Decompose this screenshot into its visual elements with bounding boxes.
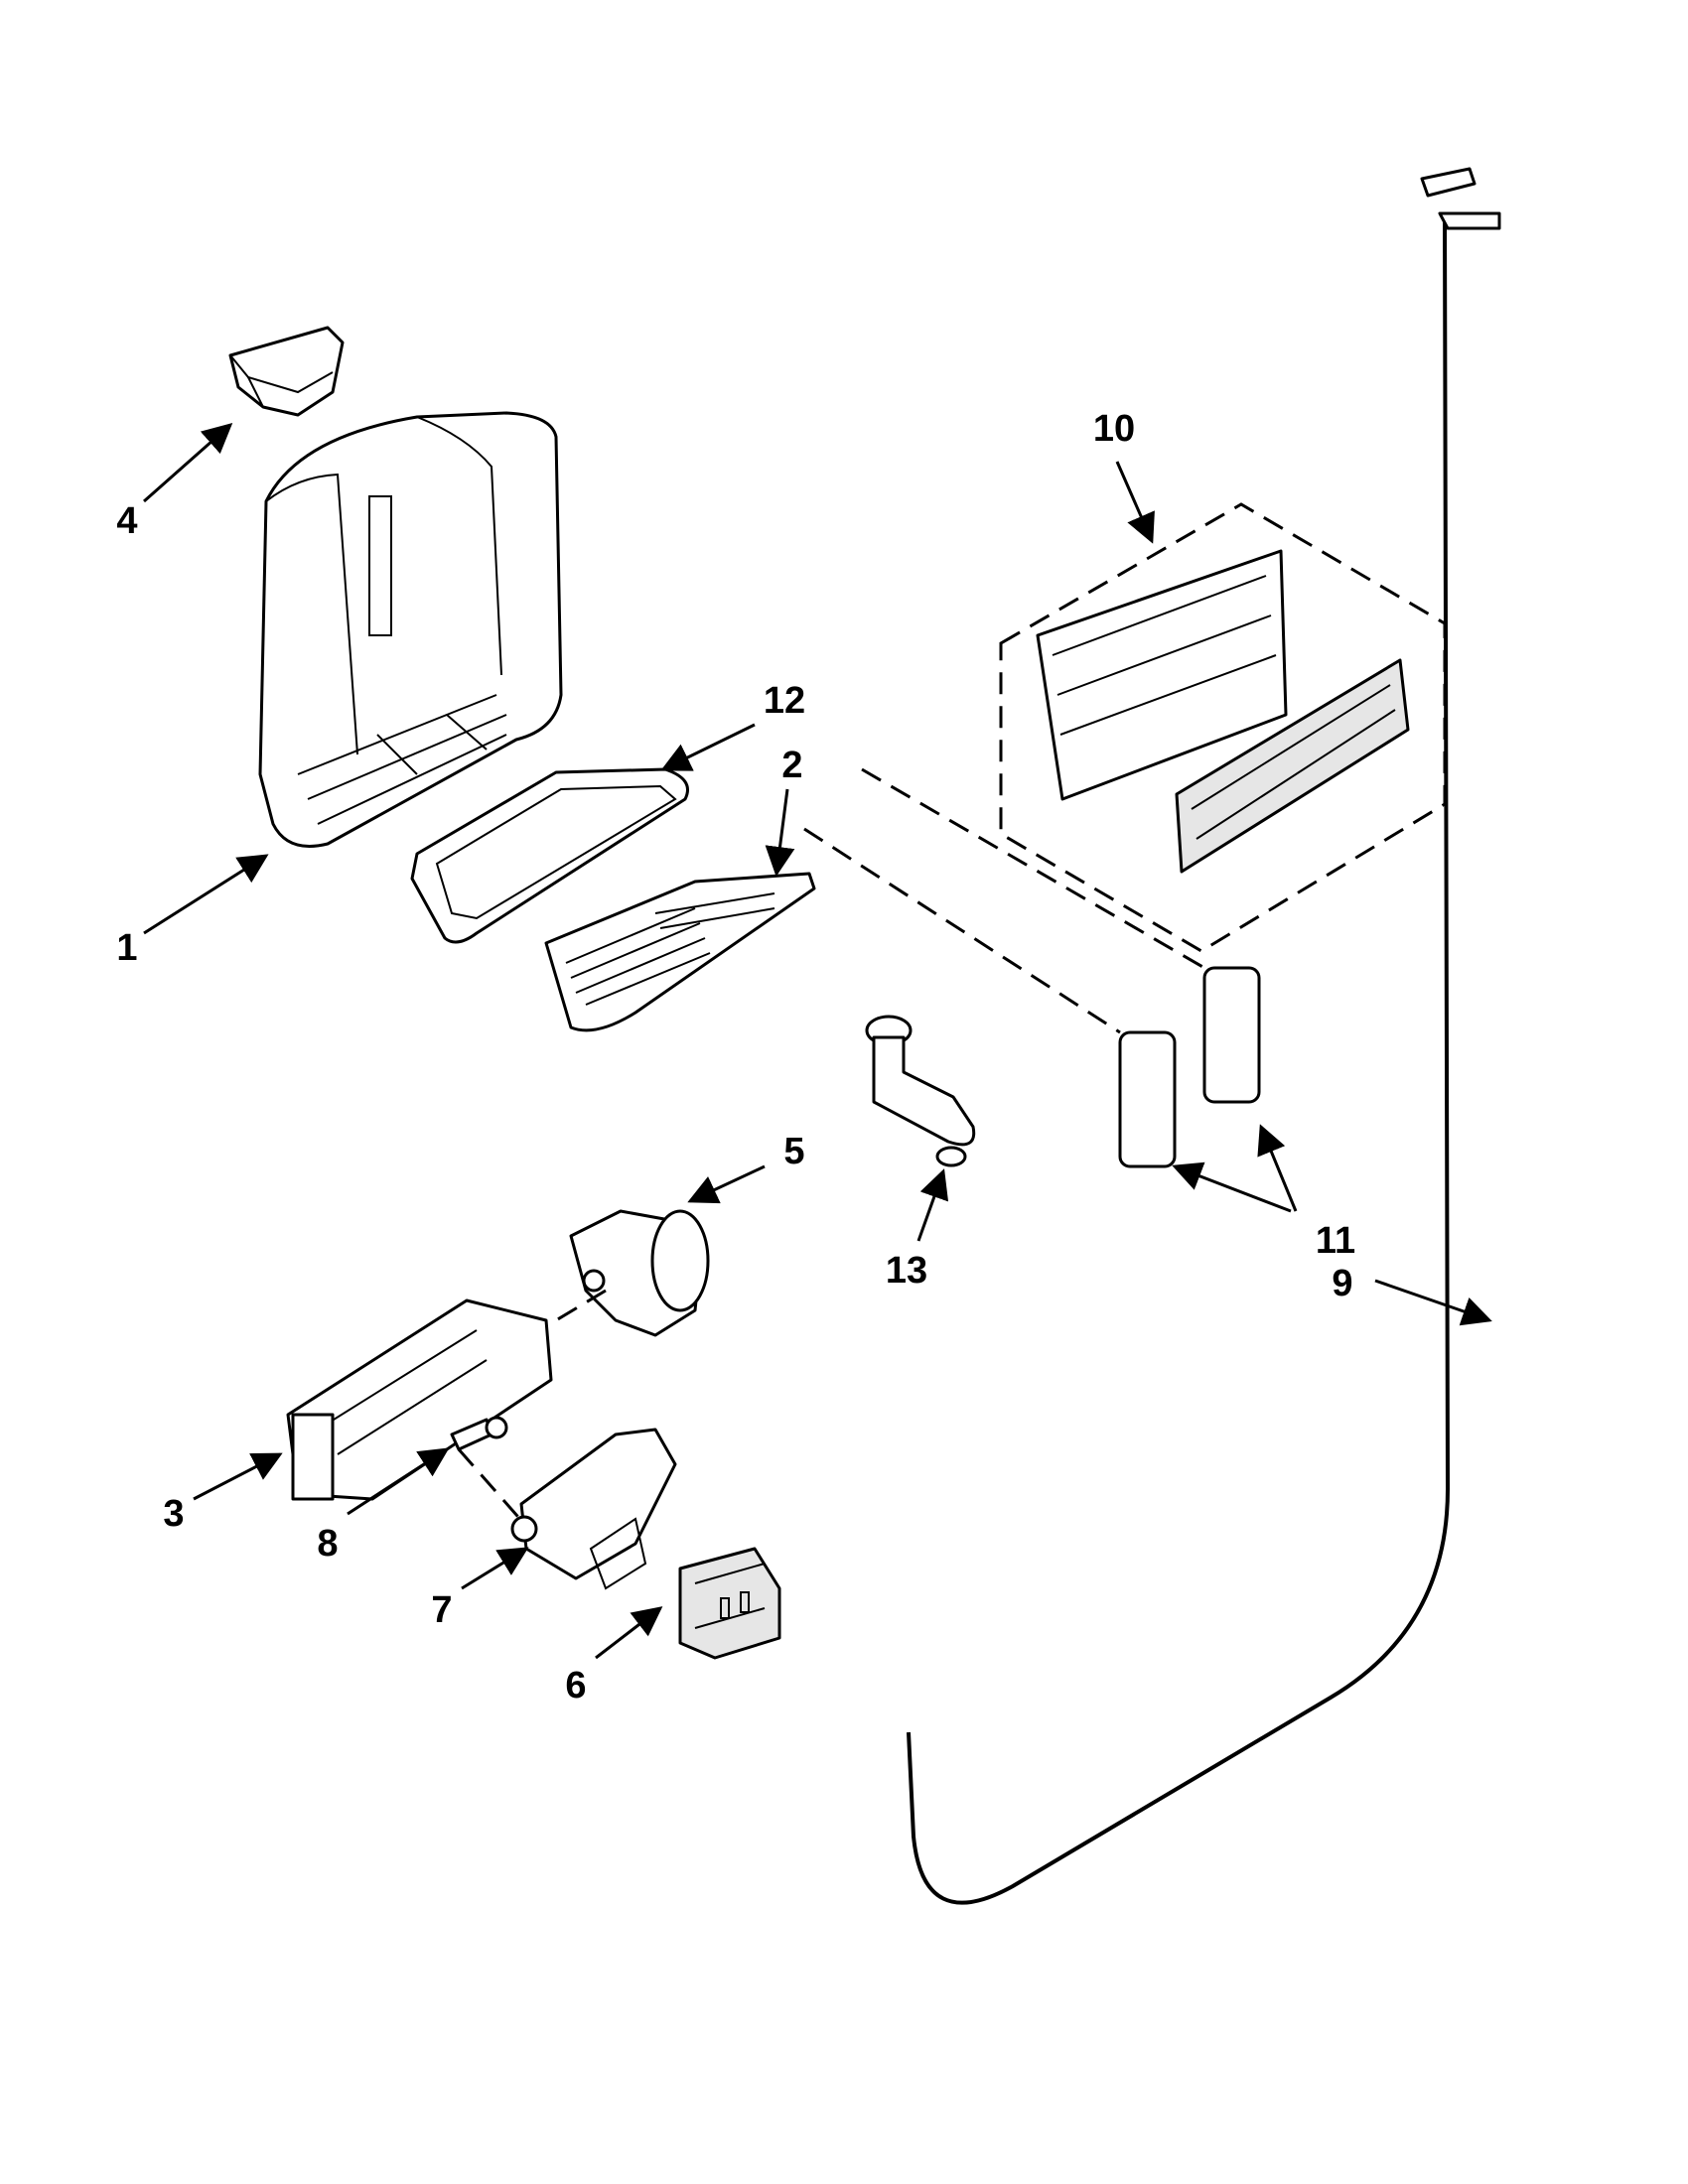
callout-5: 5	[783, 1131, 805, 1172]
callout-7: 7	[431, 1589, 453, 1631]
callout-3: 3	[163, 1493, 185, 1535]
leader-lines	[143, 423, 1492, 1660]
callout-4: 4	[116, 500, 138, 542]
alignment-dashes	[457, 767, 1205, 1525]
part-2-grille	[544, 872, 816, 1032]
callout-12: 12	[763, 680, 806, 722]
part-11-buttons	[1118, 966, 1261, 1168]
part-9-tube	[907, 167, 1501, 1905]
part-4-cup	[228, 326, 345, 417]
part-7-actuator	[510, 1428, 677, 1590]
part-8-screw	[450, 1416, 508, 1451]
callout-1: 1	[116, 927, 138, 969]
part-5-motor	[569, 1209, 710, 1337]
callout-6: 6	[565, 1665, 587, 1706]
callout-11: 11	[1315, 1220, 1356, 1262]
callout-2: 2	[781, 745, 803, 786]
part-3-bracket	[286, 1298, 553, 1501]
part-13-fitting	[865, 1015, 976, 1167]
part-1-housing	[258, 411, 563, 848]
part-12-tray	[410, 767, 689, 944]
part-6-paddle	[678, 1547, 781, 1660]
part-10-control-panel	[999, 502, 1447, 953]
callout-8: 8	[317, 1523, 339, 1565]
callout-10: 10	[1092, 408, 1136, 450]
callout-13: 13	[885, 1250, 928, 1292]
callout-9: 9	[1332, 1263, 1353, 1304]
